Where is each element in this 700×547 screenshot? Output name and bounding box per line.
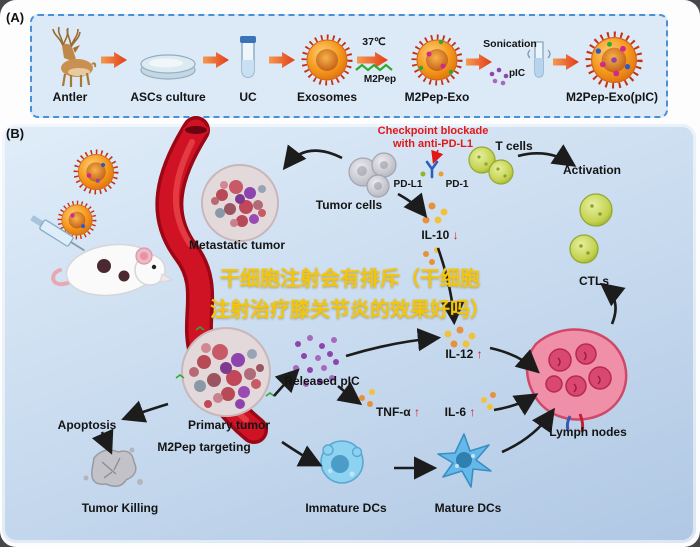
label-activation: Activation	[562, 163, 622, 177]
il12-text: IL-12	[445, 347, 474, 361]
label-exosomes: Exosomes	[296, 90, 358, 104]
mature-dc-icon	[437, 433, 492, 488]
label-il10: IL-10 ↓	[421, 228, 459, 243]
primary-tumor-icon	[175, 326, 275, 417]
label-primary-tumor: Primary tumor	[187, 418, 271, 432]
label-apoptosis: Apoptosis	[57, 418, 117, 432]
watermark-line2: 注射治疗膝关节炎的效果好吗）	[210, 299, 490, 321]
il12-up-arrow: ↑	[476, 347, 483, 361]
cytokine-dots-il12	[444, 326, 476, 348]
nanoparticle-icon	[57, 200, 97, 240]
anti-pdl1-antibody-icon	[420, 160, 444, 179]
label-temperature: 37℃	[362, 36, 386, 48]
label-m2pep-targeting: M2Pep targeting	[157, 440, 251, 454]
label-ascs-culture: ASCs culture	[130, 90, 206, 104]
cytokine-dots-il6	[481, 392, 496, 410]
cytokine-dots-il10	[416, 202, 448, 265]
mouse-icon	[51, 243, 174, 297]
uc-tube-icon	[240, 36, 256, 78]
il6-text: IL-6	[444, 405, 466, 419]
label-checkpoint-line2: with anti-PD-L1	[392, 138, 474, 150]
tnf-up-arrow: ↑	[414, 405, 421, 419]
label-pd-1: PD-1	[445, 179, 469, 190]
pic-dots-icon	[489, 67, 509, 86]
watermark-line1: 干细胞注射会有排斥（干细胞	[220, 268, 480, 290]
exosome-icon	[304, 37, 350, 83]
il10-text: IL-10	[421, 228, 450, 242]
label-t-cells: T cells	[495, 139, 533, 153]
immature-dc-icon	[320, 440, 364, 484]
metastatic-tumor-icon	[201, 164, 279, 242]
tumor-cells-icon	[348, 152, 397, 198]
syringe-icon	[30, 215, 85, 252]
label-immature-dcs: Immature DCs	[305, 501, 387, 515]
m2pep-exo-pic-icon	[588, 34, 640, 86]
label-il6: IL-6 ↑	[444, 405, 476, 420]
label-tumor-killing: Tumor Killing	[81, 501, 159, 515]
label-checkpoint-line1: Checkpoint blockade	[377, 125, 489, 137]
flow-arrows	[91, 144, 626, 480]
label-pd-l1: PD-L1	[393, 179, 423, 190]
label-tumor-cells: Tumor cells	[315, 198, 383, 212]
label-antler: Antler	[52, 90, 88, 104]
label-tnf-alpha: TNF-α ↑	[375, 405, 421, 420]
t-cells-icon	[468, 146, 514, 185]
m2pep-exo-icon	[414, 37, 460, 83]
ctl-cells-icon	[569, 193, 613, 264]
panel-a-tag: (A)	[6, 10, 25, 25]
panel-b-tag: (B)	[6, 126, 25, 141]
label-sonication: Sonication	[483, 38, 537, 50]
label-lymph-nodes: Lymph nodes	[549, 425, 627, 439]
il6-up-arrow: ↑	[469, 405, 476, 419]
label-metastatic-tumor: Metastatic tumor	[188, 238, 286, 252]
tumor-killing-icon	[83, 447, 143, 487]
process-arrows	[101, 52, 579, 70]
lymph-node-icon	[525, 328, 628, 433]
label-released-pic: Released pIC	[284, 374, 360, 388]
released-pic-icon	[293, 335, 339, 387]
label-mature-dcs: Mature DCs	[434, 501, 502, 515]
petri-dish-icon	[140, 54, 196, 80]
m2pep-peptide-icon	[355, 63, 393, 72]
label-il12: IL-12 ↑	[445, 347, 483, 362]
il10-down-arrow: ↓	[452, 228, 459, 242]
nanoparticle-icon	[76, 152, 116, 192]
cytokine-dots-tnf	[359, 389, 375, 407]
label-m2pep-exo: M2Pep-Exo	[404, 90, 470, 104]
watermark: 干细胞注射会有排斥（干细胞 注射治疗膝关节炎的效果好吗）	[130, 264, 570, 326]
sonication-tube-icon	[527, 41, 551, 78]
label-m2pep: M2Pep	[363, 74, 397, 85]
label-uc: UC	[239, 90, 257, 104]
checkpoint-pointer-arrow	[431, 149, 444, 165]
deer-icon	[52, 26, 97, 87]
tnf-text: TNF-α	[375, 405, 411, 419]
label-pic: pIC	[508, 68, 526, 79]
label-ctls: CTLs	[579, 274, 609, 288]
label-m2pep-exo-pic: M2Pep-Exo(pIC)	[565, 90, 659, 104]
